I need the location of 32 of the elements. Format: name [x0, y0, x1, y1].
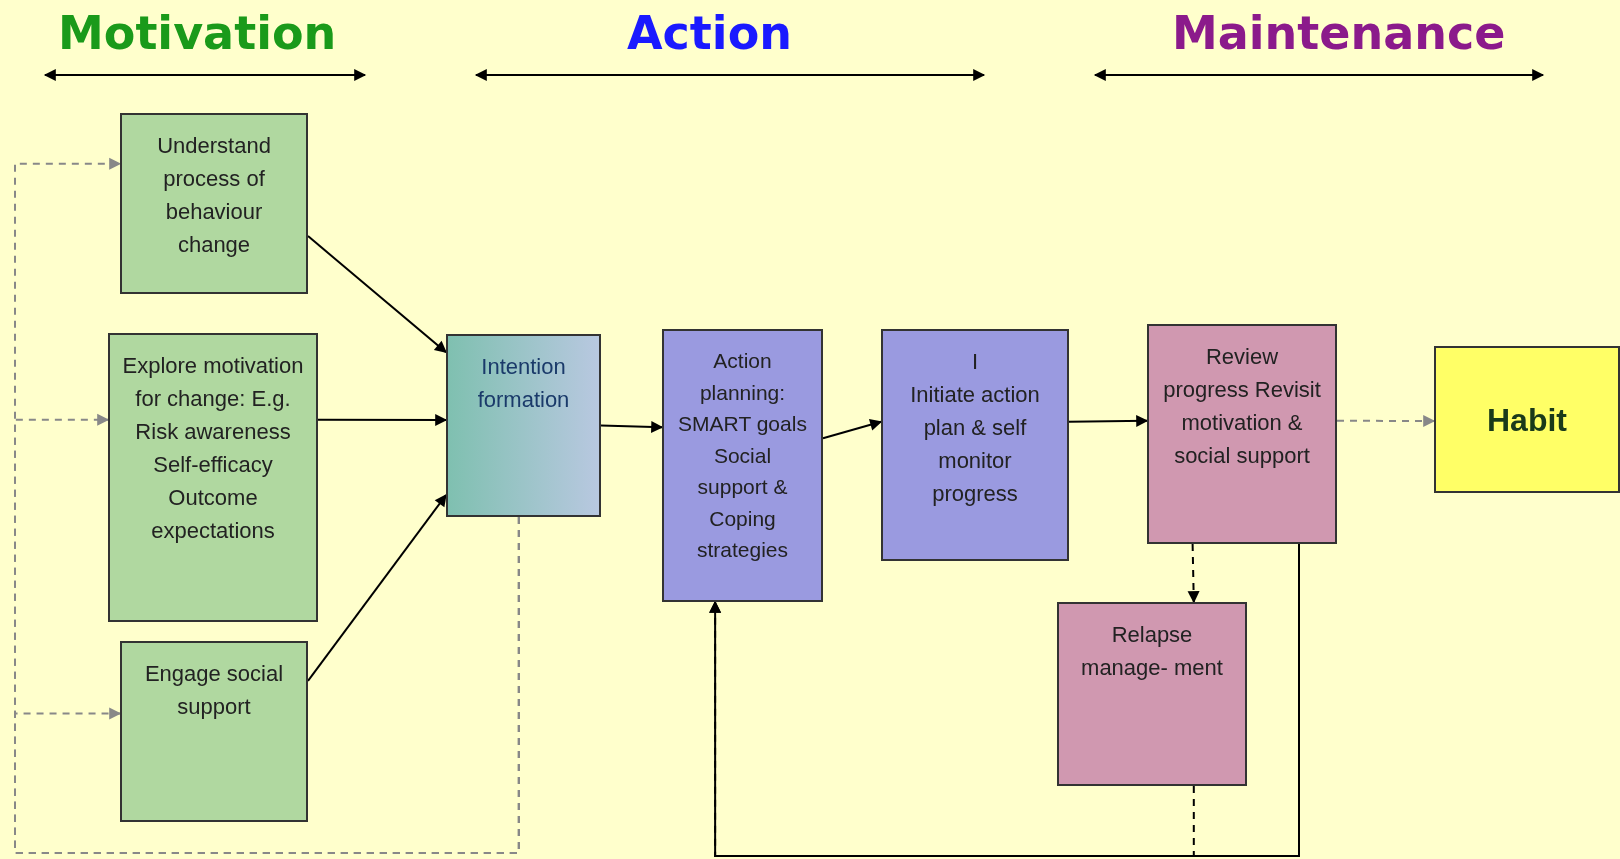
box-text: Habit	[1487, 400, 1567, 440]
box-text: I	[971, 348, 979, 376]
process-box	[446, 334, 601, 517]
arrow	[317, 414, 448, 426]
process-box	[1434, 346, 1620, 493]
process-box	[1147, 324, 1337, 544]
arrow	[1187, 543, 1200, 604]
arrow	[1068, 414, 1149, 427]
box-text: Action planning: SMART goals Social support & Coping strategies	[677, 348, 808, 563]
arrow	[709, 600, 1195, 857]
box-text: Relapse manage- ment	[1080, 621, 1224, 682]
process-box	[662, 329, 823, 602]
stage-heading: Motivation	[58, 10, 337, 56]
arrow	[822, 418, 883, 440]
arrow	[307, 235, 447, 354]
box-text: Initiate action plan & self monitor progress	[909, 381, 1041, 508]
box-text: Engage social support	[143, 660, 285, 721]
box-text: Understand process of behaviour change	[156, 132, 272, 259]
arrow	[1336, 414, 1436, 427]
process-box	[881, 329, 1069, 561]
arrow	[307, 494, 447, 682]
stage-heading: Action	[627, 10, 792, 56]
process-box	[108, 333, 318, 622]
box-text: Intention formation	[476, 353, 571, 414]
process-box	[1057, 602, 1247, 786]
box-text: Explore motivation for change: E.g. Risk awareness Self-efficacy Outcome expectations	[122, 352, 304, 545]
arrow	[14, 516, 520, 854]
process-box	[120, 113, 308, 294]
process-box	[120, 641, 308, 822]
box-text: Review progress Revisit motivation & social support	[1162, 343, 1322, 470]
arrow	[600, 420, 664, 433]
stage-heading: Maintenance	[1172, 10, 1506, 56]
